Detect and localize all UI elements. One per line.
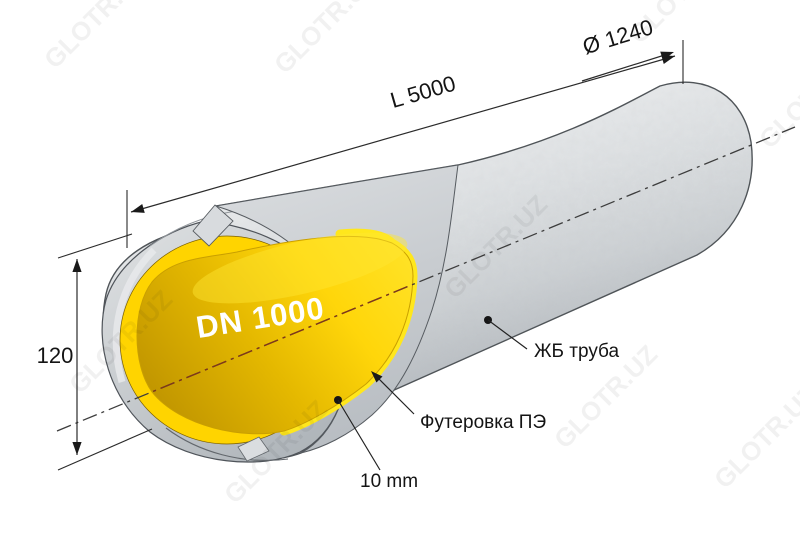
arrow-right-icon bbox=[660, 51, 674, 61]
thickness-dim-text: 120 bbox=[37, 343, 74, 368]
bottom-bell-step bbox=[237, 436, 270, 462]
leader-arrow-icon bbox=[371, 371, 383, 383]
length-dim-text: L 5000 bbox=[388, 71, 459, 113]
watermark-text: GLOTR.UZ bbox=[708, 379, 800, 494]
interior-highlight bbox=[192, 232, 408, 304]
front-collar-line bbox=[149, 210, 237, 247]
bottom-bell-step-line bbox=[165, 427, 289, 462]
watermark-text: GLOTR.UZ bbox=[268, 0, 383, 79]
lining-thickness-text: 10 mm bbox=[360, 471, 418, 492]
leader-concrete-pipe: ЖБ труба bbox=[484, 316, 620, 362]
arrow-up-icon bbox=[72, 259, 82, 272]
bell-recess-highlight bbox=[112, 247, 157, 383]
pipe-interior bbox=[136, 235, 414, 435]
leader-lining-thickness: 10 mm bbox=[334, 396, 418, 492]
concrete-pipe-label: ЖБ труба bbox=[534, 341, 620, 362]
top-notch-cut bbox=[192, 204, 234, 247]
watermark-text: GLOTR.UZ bbox=[753, 39, 800, 154]
centerline bbox=[56, 126, 796, 432]
watermark-text: GLOTR.UZ bbox=[623, 0, 738, 49]
pe-lining-label: Футеровка ПЭ bbox=[420, 412, 546, 433]
arrow-down-icon bbox=[72, 442, 82, 455]
dimension-thickness: 120 bbox=[37, 233, 153, 471]
watermark-text: GLOTR.UZ bbox=[38, 0, 153, 74]
leader-pe-lining: Футеровка ПЭ bbox=[371, 371, 546, 433]
arrow-left-icon bbox=[131, 203, 145, 213]
